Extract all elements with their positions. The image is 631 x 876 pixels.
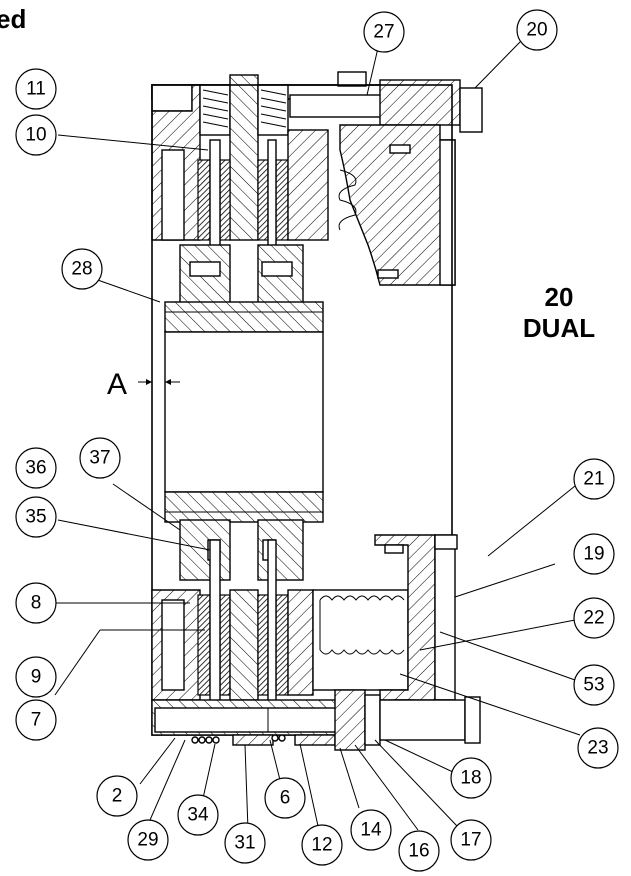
svg-text:22: 22 bbox=[583, 608, 604, 629]
svg-text:53: 53 bbox=[583, 675, 604, 696]
svg-text:16: 16 bbox=[408, 841, 429, 862]
callout-16: 16 bbox=[398, 830, 440, 872]
svg-text:27: 27 bbox=[373, 22, 394, 43]
model-label-line1: 20 bbox=[545, 282, 574, 312]
callout-19: 19 bbox=[573, 533, 615, 575]
callout-17: 17 bbox=[450, 819, 492, 861]
callout-14: 14 bbox=[350, 809, 392, 851]
svg-text:6: 6 bbox=[280, 788, 291, 809]
model-label-line2: DUAL bbox=[523, 313, 595, 343]
svg-text:31: 31 bbox=[234, 833, 255, 854]
callout-35: 35 bbox=[15, 496, 57, 538]
section-marker-letter: A bbox=[107, 368, 127, 401]
corner-label: ed bbox=[0, 4, 26, 34]
callout-11: 11 bbox=[15, 68, 57, 110]
callout-8: 8 bbox=[15, 582, 57, 624]
svg-text:8: 8 bbox=[31, 593, 42, 614]
svg-text:29: 29 bbox=[137, 830, 158, 851]
callout-18: 18 bbox=[450, 757, 492, 799]
upper-section bbox=[151, 71, 483, 306]
svg-text:18: 18 bbox=[460, 768, 481, 789]
svg-text:34: 34 bbox=[187, 805, 209, 826]
callout-37: 37 bbox=[79, 437, 121, 479]
svg-text:36: 36 bbox=[25, 458, 46, 479]
callout-36: 36 bbox=[15, 447, 57, 489]
callout-22: 22 bbox=[573, 597, 615, 639]
lower-section bbox=[151, 519, 481, 751]
callout-28: 28 bbox=[61, 248, 103, 290]
svg-text:12: 12 bbox=[311, 835, 332, 856]
svg-text:20: 20 bbox=[526, 20, 547, 41]
callout-20: 20 bbox=[516, 9, 558, 51]
svg-text:28: 28 bbox=[71, 259, 92, 280]
svg-text:19: 19 bbox=[583, 544, 604, 565]
svg-text:35: 35 bbox=[25, 507, 46, 528]
callout-10: 10 bbox=[15, 114, 57, 156]
svg-text:9: 9 bbox=[31, 667, 42, 688]
callout-2: 2 bbox=[96, 775, 138, 817]
center-hub bbox=[151, 84, 453, 736]
callout-21: 21 bbox=[573, 458, 615, 500]
section-marker: A bbox=[107, 368, 180, 401]
callouts: 27 20 11 10 28 36 37 35 8 9 7 2 29 34 31… bbox=[15, 9, 619, 872]
callout-23: 23 bbox=[577, 727, 619, 769]
callout-34: 34 bbox=[177, 794, 219, 836]
callout-27: 27 bbox=[363, 11, 405, 53]
svg-text:14: 14 bbox=[360, 820, 382, 841]
callout-53: 53 bbox=[573, 664, 615, 706]
callout-12: 12 bbox=[301, 824, 343, 866]
svg-text:10: 10 bbox=[25, 125, 46, 146]
svg-text:7: 7 bbox=[31, 710, 42, 731]
svg-text:23: 23 bbox=[587, 738, 608, 759]
callout-7: 7 bbox=[15, 699, 57, 741]
callout-29: 29 bbox=[127, 819, 169, 861]
svg-text:2: 2 bbox=[112, 786, 123, 807]
callout-9: 9 bbox=[15, 656, 57, 698]
svg-text:21: 21 bbox=[583, 469, 604, 490]
callout-6: 6 bbox=[264, 777, 306, 819]
svg-text:17: 17 bbox=[460, 830, 481, 851]
callout-31: 31 bbox=[224, 822, 266, 864]
svg-text:11: 11 bbox=[26, 79, 46, 100]
svg-text:37: 37 bbox=[89, 448, 110, 469]
model-label: 20 DUAL bbox=[523, 282, 595, 343]
leader-lines bbox=[54, 41, 581, 831]
